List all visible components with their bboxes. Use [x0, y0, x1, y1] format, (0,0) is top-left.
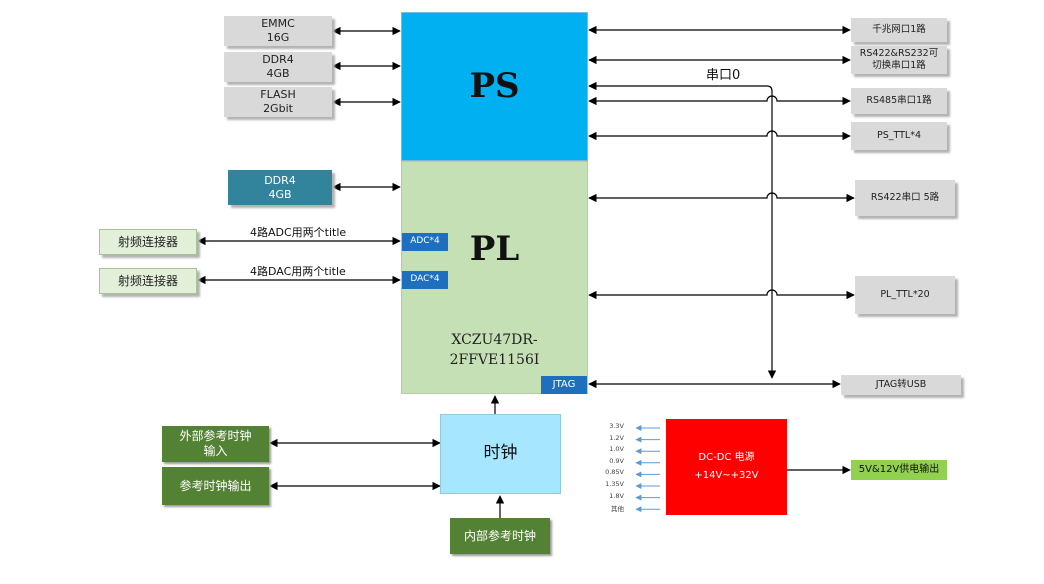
rs422-rs232-line1: RS422&RS232可 — [859, 48, 939, 60]
rs422-rs232-line2: 切换串口1路 — [872, 60, 926, 71]
external-clock-input-box: 外部参考时钟输入 — [162, 426, 269, 462]
jtag-tag: JTAG — [541, 376, 587, 394]
power-rail-label: 0.9V — [609, 456, 624, 465]
emmc-label: EMMC — [261, 17, 295, 31]
power-rail-label: 1.35V — [605, 480, 624, 488]
ddr4-ps-label: DDR4 — [262, 53, 294, 67]
power-rail-label: 0.85V — [605, 468, 624, 477]
gige-port-box: 千兆网口1路 — [851, 18, 947, 42]
external-clock-line2: 输入 — [203, 444, 228, 458]
flash-size: 2Gbit — [263, 102, 293, 115]
power-rail-label: 1.8V — [609, 491, 624, 500]
power-rail-label: 其他 — [611, 505, 624, 514]
power-rail-label: 3.3V — [609, 422, 624, 430]
ref-clock-output-box: 参考时钟输出 — [162, 467, 269, 505]
rf-connector-dac: 射频连接器 — [99, 268, 197, 294]
dcdc-range: +14V~+32V — [694, 470, 759, 481]
clock-block: 时钟 — [440, 414, 561, 494]
jtag-usb-port-box: JTAG转USB — [841, 375, 961, 395]
pl-ttl-port-box: PL_TTL*20 — [855, 276, 955, 314]
power-rail-label: 1.2V — [609, 433, 624, 442]
dcdc-power-block: DC-DC 电源 +14V~+32V — [666, 419, 787, 515]
rs485-link — [588, 95, 851, 106]
internal-clock-box: 内部参考时钟 — [450, 518, 550, 554]
serial0-link — [588, 81, 777, 379]
dac-tag: DAC*4 — [402, 271, 448, 289]
adc-tag: ADC*4 — [402, 233, 448, 251]
rs485-port-box: RS485串口1路 — [851, 88, 947, 114]
ddr4-pl-label: DDR4 — [264, 173, 296, 187]
power-output-box: 5V&12V供电输出 — [851, 460, 947, 480]
ps-ttl-port-box: PS_TTL*4 — [851, 122, 947, 150]
rs422-rs232-port-box: RS422&RS232可切换串口1路 — [851, 46, 947, 74]
pl-label: PL — [469, 229, 520, 269]
ddr4-ps-size: 4GB — [266, 67, 290, 80]
dcdc-title: DC-DC 电源 — [698, 451, 755, 463]
rs422-port-box: RS422串口 5路 — [855, 180, 955, 216]
pl-chip-line2: 2FFVE1156I — [449, 352, 540, 368]
rs422-link — [588, 192, 855, 203]
rf-connector-adc: 射频连接器 — [99, 229, 197, 255]
dac-link-label: 4路DAC用两个title — [250, 265, 346, 278]
serial0-label: 串口0 — [706, 68, 741, 83]
external-clock-line1: 外部参考时钟 — [179, 429, 252, 443]
ps-label: PS — [469, 66, 520, 107]
pl-ttl-link — [588, 289, 855, 300]
flash-label: FLASH — [260, 88, 296, 102]
pl-chip-line1: XCZU47DR- — [451, 332, 538, 348]
power-rail-label: 1.0V — [609, 445, 624, 454]
ps-block: PS — [401, 12, 588, 161]
ps-ttl-link — [588, 130, 851, 141]
adc-link-label: 4路ADC用两个title — [250, 226, 347, 239]
emmc-size: 16G — [266, 31, 290, 44]
ddr4-pl-size: 4GB — [268, 187, 292, 201]
